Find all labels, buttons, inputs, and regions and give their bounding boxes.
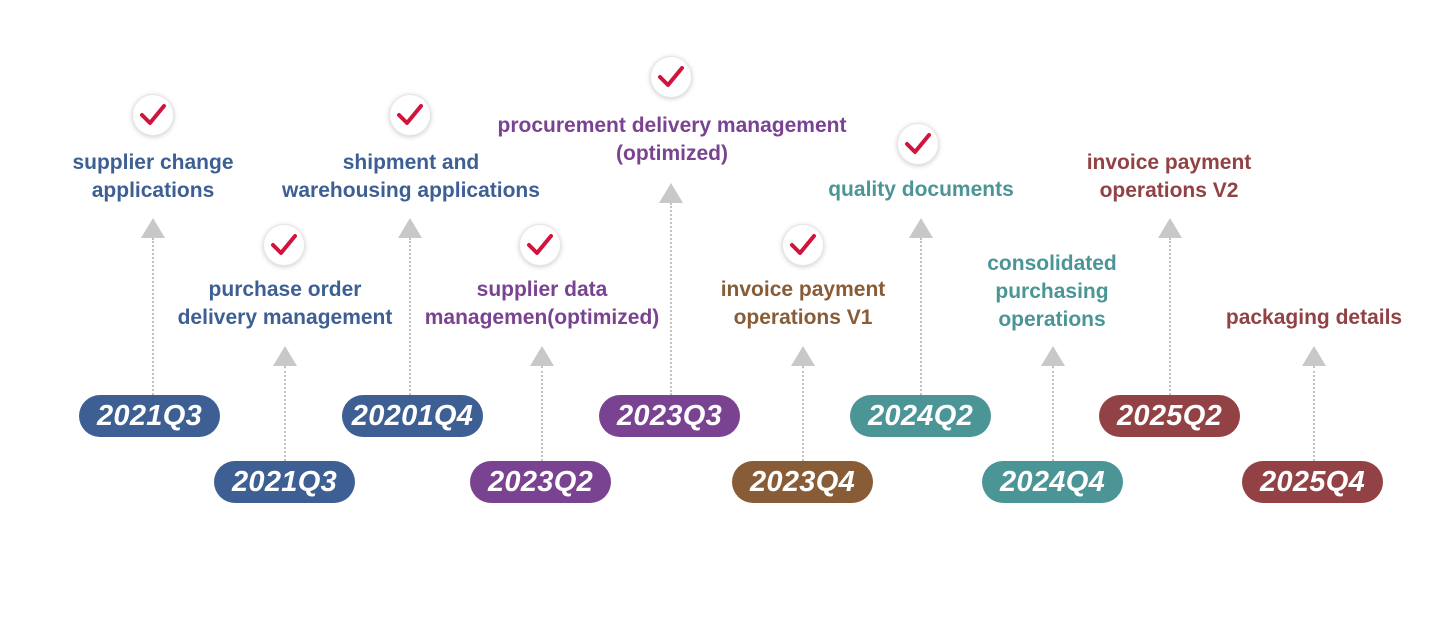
- connector-line: [670, 203, 672, 395]
- arrow-up-icon: [141, 218, 165, 238]
- connector-line: [1169, 238, 1171, 395]
- arrow-up-icon: [273, 346, 297, 366]
- checkmark-icon: [264, 225, 304, 265]
- milestone-label: packaging details: [1225, 306, 1403, 329]
- arrow-up-icon: [791, 346, 815, 366]
- arrow-up-icon: [398, 218, 422, 238]
- connector-line: [409, 238, 411, 395]
- connector-line: [541, 366, 543, 461]
- milestone-label: procurement delivery management(optimize…: [497, 114, 847, 165]
- arrow-up-icon: [1041, 346, 1065, 366]
- date-badge: 2025Q2: [1099, 395, 1240, 437]
- connector-line: [1313, 366, 1315, 461]
- arrow-up-icon: [909, 218, 933, 238]
- checkmark-icon: [390, 95, 430, 135]
- date-badge: 2021Q3: [79, 395, 220, 437]
- checkmark-icon: [783, 225, 823, 265]
- arrow-up-icon: [530, 346, 554, 366]
- connector-line: [802, 366, 804, 461]
- checkmark-icon: [133, 95, 173, 135]
- checkmark-icon: [651, 57, 691, 97]
- date-badge: 2023Q2: [470, 461, 611, 503]
- date-badge: 2023Q4: [732, 461, 873, 503]
- date-badge: 2024Q2: [850, 395, 991, 437]
- arrow-up-icon: [1158, 218, 1182, 238]
- connector-line: [284, 366, 286, 461]
- date-badge: 2024Q4: [982, 461, 1123, 503]
- date-badge: 2021Q3: [214, 461, 355, 503]
- date-badge: 2023Q3: [599, 395, 740, 437]
- milestone-label: quality documents: [828, 178, 1014, 201]
- date-badge: 20201Q4: [342, 395, 483, 437]
- checkmark-icon: [520, 225, 560, 265]
- connector-line: [1052, 366, 1054, 461]
- date-badge: 2025Q4: [1242, 461, 1383, 503]
- arrow-up-icon: [659, 183, 683, 203]
- connector-line: [152, 238, 154, 395]
- connector-line: [920, 238, 922, 395]
- checkmark-icon: [898, 124, 938, 164]
- arrow-up-icon: [1302, 346, 1326, 366]
